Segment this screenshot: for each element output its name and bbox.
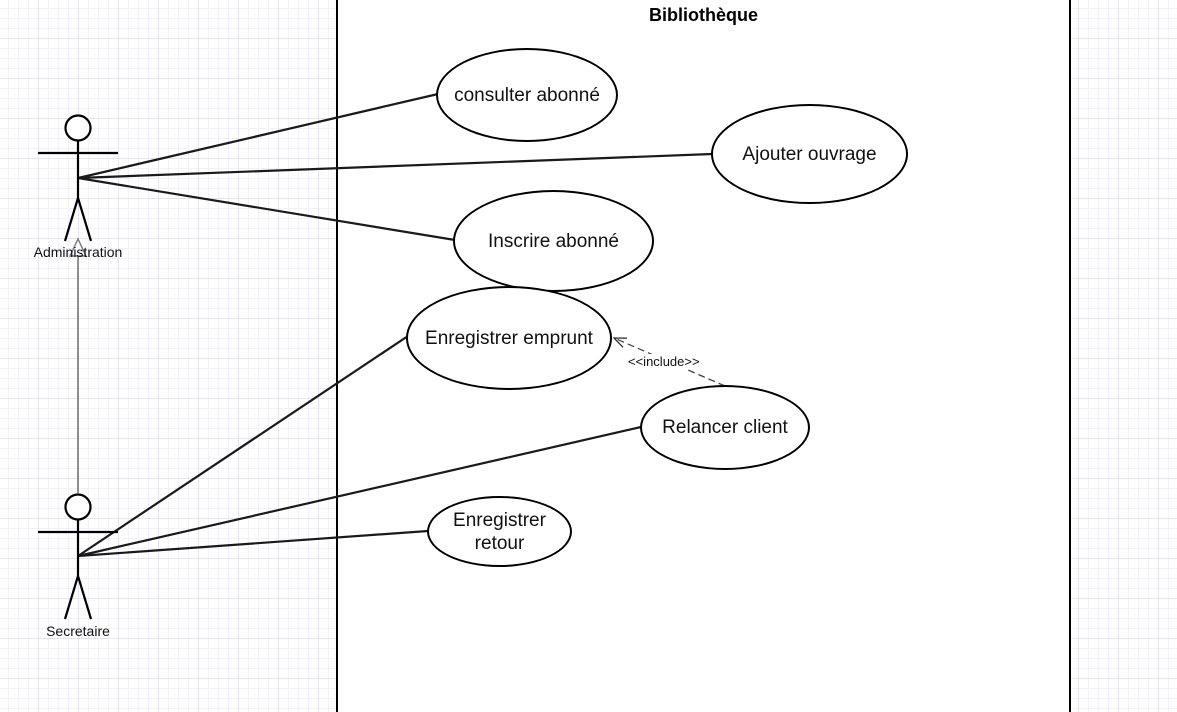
assoc-admin-ajouter[interactable] — [77, 152, 713, 180]
actor-administration-figure[interactable] — [38, 114, 118, 242]
use-case-enregistrer-emprunt[interactable]: Enregistrer emprunt — [406, 286, 612, 390]
generalization-arrowhead — [68, 237, 88, 257]
actor-secretaire-figure[interactable] — [38, 493, 118, 620]
use-case-ajouter-ouvrage[interactable]: Ajouter ouvrage — [711, 104, 908, 204]
assoc-secretaire-emprunt[interactable] — [77, 335, 409, 557]
assoc-secretaire-relancer[interactable] — [77, 425, 642, 558]
use-case-inscrire-abonne[interactable]: Inscrire abonné — [453, 190, 654, 292]
include-stereotype-label: <<include>> — [627, 354, 701, 369]
use-case-relancer-client[interactable]: Relancer client — [640, 385, 810, 470]
assoc-admin-consulter[interactable] — [77, 92, 439, 180]
system-title: Bibliothèque — [649, 5, 758, 25]
assoc-admin-inscrire[interactable] — [77, 176, 456, 242]
assoc-secretaire-retour[interactable] — [77, 529, 429, 558]
actor-administration-label: Administration — [33, 244, 123, 260]
use-case-enregistrer-retour[interactable]: Enregistrer retour — [427, 496, 572, 567]
actor-secretaire-label: Secretaire — [46, 623, 110, 639]
use-case-consulter-abonne[interactable]: consulter abonné — [436, 48, 618, 142]
